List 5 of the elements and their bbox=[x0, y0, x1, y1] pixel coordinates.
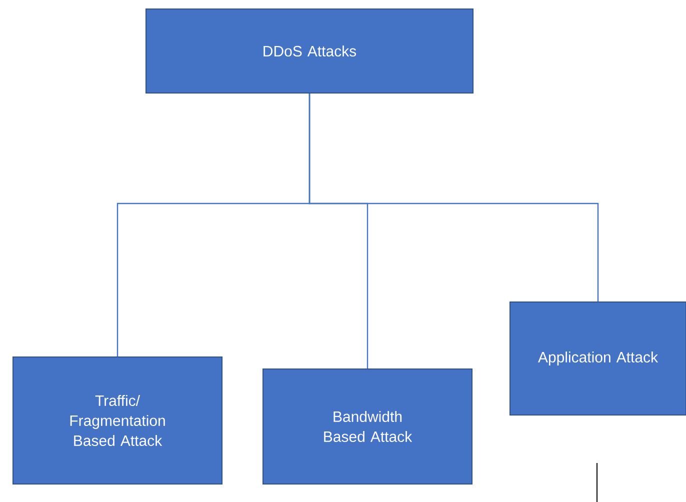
process-box: Bandwidth Based Attack bbox=[262, 368, 472, 484]
process-box: Application Attack bbox=[510, 301, 686, 416]
process-box: DDoS Attacks bbox=[146, 8, 474, 94]
process-box: Traffic/ Fragmentation Based Attack bbox=[12, 356, 222, 484]
connector-line bbox=[308, 94, 599, 302]
